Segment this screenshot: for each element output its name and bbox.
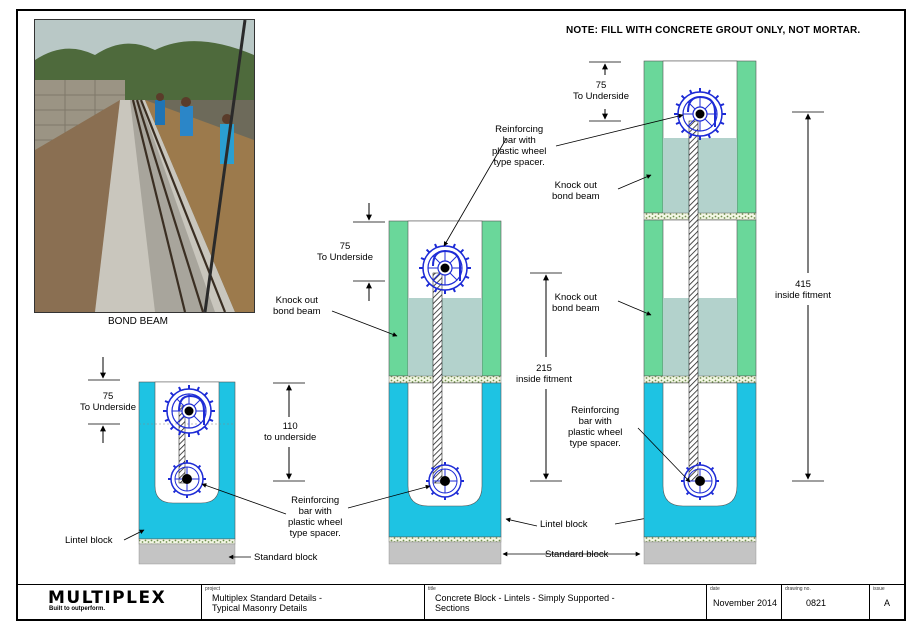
left-dim-top-text: To Underside (80, 402, 136, 413)
title-block: MULTIPLEX Built to outperform. project M… (18, 584, 904, 619)
right-section (555, 60, 824, 565)
right-rebar-line-2: bar with (578, 416, 612, 427)
issue-cell: issue A (869, 585, 904, 619)
left-rebar-line-2: bar with (298, 506, 332, 517)
middle-knockout-line-2: bond beam (273, 306, 321, 317)
issue-caption: issue (873, 586, 885, 592)
middle-knockout-line-1: Knock out (275, 295, 318, 306)
middle-dim-top-value: 75 (339, 241, 351, 252)
right-knockout2-line-1: Knock out (554, 292, 597, 303)
middle-rebar-line-1: Reinforcing (495, 124, 544, 135)
date-value: November 2014 (713, 598, 778, 608)
right-dim-top-value: 75 (595, 80, 607, 91)
left-lintel-label: Lintel block (65, 535, 113, 546)
left-standard-label: Standard block (254, 552, 318, 563)
middle-rebar-label: Reinforcing bar with plastic wheel type … (492, 124, 546, 168)
right-rebar-label: Reinforcing bar with plastic wheel type … (568, 405, 622, 449)
title-text: Concrete Block - Lintels - Simply Suppor… (435, 593, 615, 613)
photo-caption: BOND BEAM (108, 316, 169, 327)
left-rebar-line-4: type spacer. (289, 528, 341, 539)
right-dim-top: 75 To Underside (573, 80, 629, 102)
date-caption: date (710, 586, 720, 592)
left-dim-right: 110 to underside (264, 421, 316, 443)
project-line-2: Typical Masonry Details (212, 603, 308, 613)
middle-standard-label: Standard block (545, 549, 609, 560)
right-knockout-label-2: Knock out bond beam (552, 292, 600, 314)
date-cell: date November 2014 (706, 585, 781, 619)
logo-tagline: Built to outperform. (49, 606, 105, 612)
right-rebar-line-4: type spacer. (569, 438, 621, 449)
left-dim-top-value: 75 (102, 391, 114, 402)
middle-rebar-line-3: plastic wheel (492, 146, 547, 157)
middle-dim-right-value: 215 (536, 363, 552, 374)
left-section (88, 357, 305, 565)
title-caption: title (428, 586, 436, 592)
project-caption: project (205, 586, 221, 592)
drawing-no-cell: drawing no. 0821 (781, 585, 869, 619)
middle-dim-top: 75 To Underside (317, 241, 373, 263)
bond-beam-photo (34, 19, 255, 313)
drawing-no-caption: drawing no. (785, 586, 811, 592)
project-cell: project Multiplex Standard Details - Typ… (201, 585, 424, 619)
right-rebar-line-3: plastic wheel (568, 427, 623, 438)
multiplex-logo: MULTIPLEX (48, 588, 167, 608)
issue-value: A (884, 598, 891, 608)
project-line-1: Multiplex Standard Details - (212, 593, 323, 603)
right-dim-top-text: To Underside (573, 91, 629, 102)
middle-dim-top-text: To Underside (317, 252, 373, 263)
project-text: Multiplex Standard Details - Typical Mas… (212, 593, 322, 613)
drawing-sheet: NOTE: FILL WITH CONCRETE GROUT ONLY, NOT… (16, 9, 906, 621)
middle-rebar-line-4: type spacer. (493, 157, 545, 168)
drawing-no-value: 0821 (806, 598, 827, 608)
middle-section (331, 138, 654, 565)
left-dim-right-text: to underside (264, 432, 317, 443)
middle-knockout-label: Knock out bond beam (273, 295, 321, 317)
right-knockout1-line-1: Knock out (554, 180, 597, 191)
title-line-1: Concrete Block - Lintels - Simply Suppor… (435, 593, 615, 603)
right-dim-right-text: inside fitment (775, 290, 831, 301)
right-knockout1-line-2: bond beam (552, 191, 600, 202)
lintel-sections-drawing (88, 60, 824, 565)
right-knockout-label-1: Knock out bond beam (552, 180, 600, 202)
middle-rebar-line-2: bar with (502, 135, 536, 146)
grout-note: NOTE: FILL WITH CONCRETE GROUT ONLY, NOT… (566, 25, 861, 36)
middle-dim-right: 215 inside fitment (516, 363, 572, 385)
title-line-2: Sections (435, 603, 470, 613)
right-rebar-line-1: Reinforcing (571, 405, 620, 416)
right-dim-right: 415 inside fitment (775, 279, 831, 301)
middle-dim-right-text: inside fitment (516, 374, 572, 385)
title-cell: title Concrete Block - Lintels - Simply … (424, 585, 706, 619)
middle-lintel-label: Lintel block (540, 519, 588, 530)
left-dim-right-value: 110 (282, 421, 298, 432)
left-rebar-line-3: plastic wheel (288, 517, 343, 528)
left-rebar-line-1: Reinforcing (291, 495, 340, 506)
right-knockout2-line-2: bond beam (552, 303, 600, 314)
right-dim-right-value: 415 (795, 279, 811, 290)
left-dim-top: 75 To Underside (80, 391, 136, 413)
photo-illustration (35, 20, 254, 312)
left-rebar-label: Reinforcing bar with plastic wheel type … (288, 495, 342, 539)
